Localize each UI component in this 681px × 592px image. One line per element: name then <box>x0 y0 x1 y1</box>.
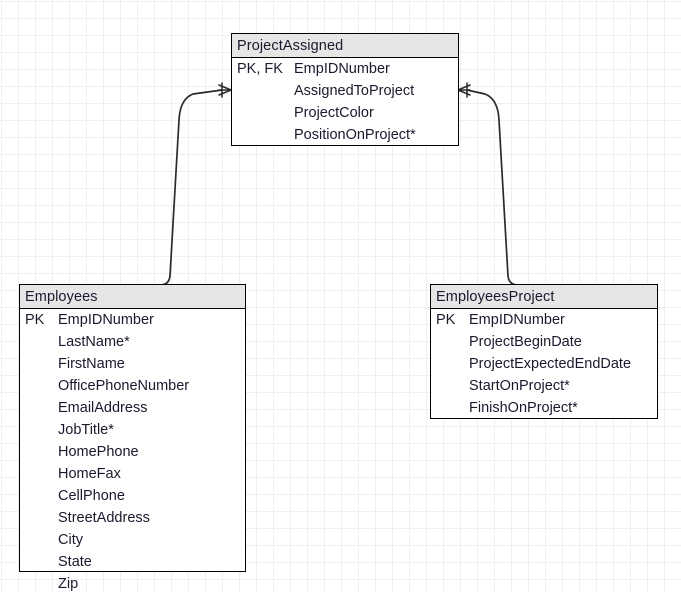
entity-name-text: ProjectAssigned <box>237 37 344 54</box>
attribute-name: ProjectBeginDate <box>469 334 582 350</box>
attribute-name: State <box>58 554 92 570</box>
attribute-name: CellPhone <box>58 488 125 504</box>
attribute-name: HomeFax <box>58 466 121 482</box>
attribute-row[interactable]: PositionOnProject* <box>232 127 458 149</box>
entity-name-text: EmployeesProject <box>436 288 555 305</box>
attribute-row[interactable]: ProjectBeginDate <box>431 334 657 356</box>
entity-attribute-list: PK, FK EmpIDNumber AssignedToProject Pro… <box>232 58 458 153</box>
attribute-name: JobTitle* <box>58 422 114 438</box>
attribute-row[interactable]: OfficePhoneNumber <box>20 378 245 400</box>
attribute-name: EmpIDNumber <box>294 61 390 77</box>
attribute-key: PK <box>25 312 45 328</box>
attribute-row[interactable]: CellPhone <box>20 488 245 510</box>
attribute-row[interactable]: AssignedToProject <box>232 83 458 105</box>
entity-employees[interactable]: Employees PK EmpIDNumber LastName* First… <box>19 284 246 592</box>
attribute-row[interactable]: PK, FK EmpIDNumber <box>232 61 458 83</box>
entity-attribute-list: PK EmpIDNumber ProjectBeginDate ProjectE… <box>431 309 657 426</box>
attribute-name: FinishOnProject* <box>469 400 578 416</box>
attribute-row[interactable]: HomePhone <box>20 444 245 466</box>
attribute-key: PK, FK <box>237 61 283 77</box>
attribute-row[interactable]: LastName* <box>20 334 245 356</box>
attribute-name: HomePhone <box>58 444 139 460</box>
entity-title-employees: Employees <box>20 285 245 309</box>
attribute-row[interactable]: Zip <box>20 576 245 592</box>
attribute-name: AssignedToProject <box>294 83 415 99</box>
attribute-row[interactable]: JobTitle* <box>20 422 245 444</box>
entity-title-project-assigned: ProjectAssigned <box>232 34 458 58</box>
attribute-name: ProjectExpectedEndDate <box>469 356 632 372</box>
attribute-key: PK <box>436 312 456 328</box>
attribute-row[interactable]: EmailAddress <box>20 400 245 422</box>
attribute-name: EmpIDNumber <box>58 312 154 328</box>
attribute-name: LastName* <box>58 334 130 350</box>
attribute-row[interactable]: StreetAddress <box>20 510 245 532</box>
attribute-row[interactable]: HomeFax <box>20 466 245 488</box>
attribute-name: FirstName <box>58 356 125 372</box>
attribute-row[interactable]: State <box>20 554 245 576</box>
entity-attribute-list: PK EmpIDNumber LastName* FirstName Offic… <box>20 309 245 592</box>
attribute-row[interactable]: PK EmpIDNumber <box>431 312 657 334</box>
attribute-name: StartOnProject* <box>469 378 570 394</box>
attribute-row[interactable]: StartOnProject* <box>431 378 657 400</box>
attribute-name: OfficePhoneNumber <box>58 378 190 394</box>
attribute-row[interactable]: FirstName <box>20 356 245 378</box>
attribute-name: Zip <box>58 576 79 592</box>
entity-name-text: Employees <box>25 288 98 305</box>
attribute-name: ProjectColor <box>294 105 374 121</box>
relationship-line-employees-projectassigned <box>130 82 232 286</box>
attribute-name: PositionOnProject* <box>294 127 416 143</box>
attribute-row[interactable]: PK EmpIDNumber <box>20 312 245 334</box>
entity-project-assigned[interactable]: ProjectAssigned PK, FK EmpIDNumber Assig… <box>231 33 459 146</box>
entity-employees-project[interactable]: EmployeesProject PK EmpIDNumber ProjectB… <box>430 284 658 419</box>
attribute-name: EmailAddress <box>58 400 148 416</box>
attribute-row[interactable]: ProjectExpectedEndDate <box>431 356 657 378</box>
relationship-line-employeesproject-projectassigned <box>457 82 547 286</box>
attribute-row[interactable]: City <box>20 532 245 554</box>
attribute-row[interactable]: ProjectColor <box>232 105 458 127</box>
attribute-name: StreetAddress <box>58 510 150 526</box>
attribute-row[interactable]: FinishOnProject* <box>431 400 657 422</box>
attribute-name: EmpIDNumber <box>469 312 565 328</box>
attribute-name: City <box>58 532 83 548</box>
entity-title-employees-project: EmployeesProject <box>431 285 657 309</box>
